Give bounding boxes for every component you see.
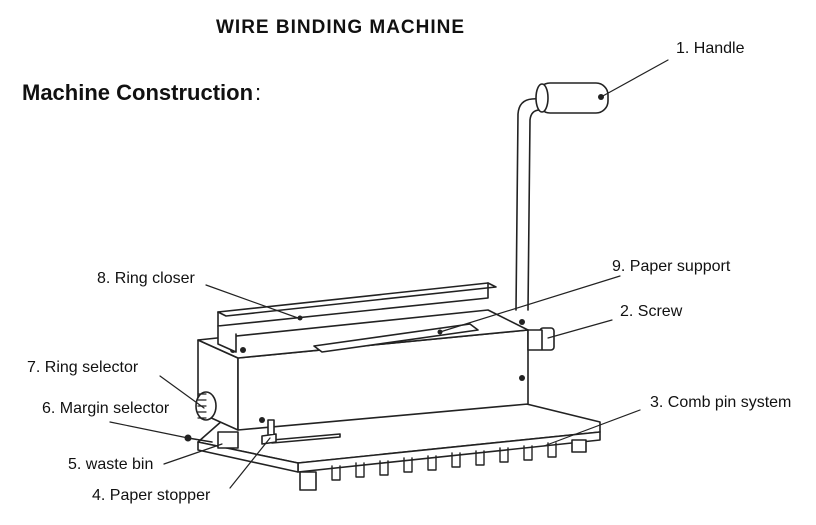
label-margin-selector: 6. Margin selector (42, 400, 170, 417)
leader-ring-selector (159, 375, 205, 409)
leader-screw (547, 319, 613, 339)
section-heading-text: Machine Construction (22, 80, 254, 105)
label-screw: 2. Screw (620, 303, 683, 320)
leader-paper-support (439, 275, 621, 333)
label-comb-pin-system: 3. Comb pin system (650, 394, 792, 411)
leader-paper-stopper (229, 437, 271, 489)
label-ring-closer: 8. Ring closer (97, 270, 195, 287)
comb-pin-slots (331, 442, 557, 481)
ring-closer (217, 282, 497, 353)
label-paper-stopper: 4. Paper stopper (92, 487, 211, 504)
label-handle: 1. Handle (676, 40, 745, 57)
leader-ring-closer (205, 284, 299, 319)
label-waste-bin: 5. waste bin (68, 456, 154, 473)
screw-knob (527, 327, 555, 351)
section-heading: Machine Construction: (22, 80, 261, 106)
leader-handle (600, 59, 669, 98)
label-paper-support: 9. Paper support (612, 258, 731, 275)
handle-crank (515, 82, 609, 311)
label-ring-selector: 7. Ring selector (27, 359, 139, 376)
leader-lines (109, 59, 669, 489)
section-heading-colon: : (255, 80, 262, 105)
diagram-title: WIRE BINDING MACHINE (216, 17, 466, 38)
leader-comb-pin (543, 409, 641, 447)
leader-waste-bin (163, 443, 223, 465)
leader-margin-selector (109, 421, 189, 439)
waste-bin (217, 431, 239, 449)
ring-selector-knob (195, 391, 217, 421)
